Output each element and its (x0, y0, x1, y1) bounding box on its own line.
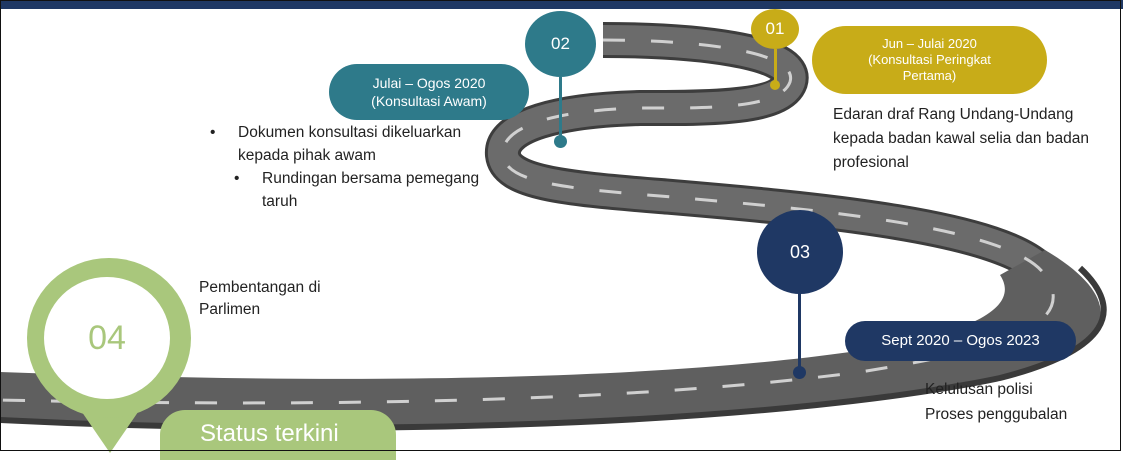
road-lane-marking (0, 38, 1055, 405)
milestone-03-description: Kelulusan polisi Proses penggubalan (925, 377, 1067, 427)
milestone-04-description: Pembentangan di Parlimen (199, 277, 321, 321)
milestone-01-desc-line2: kepada badan kawal selia dan badan (833, 130, 1089, 147)
status-label: Status terkini (160, 410, 396, 460)
milestone-01-marker: 01 (751, 9, 799, 49)
milestone-02-description: Dokumen konsultasi dikeluarkan kepada pi… (210, 121, 480, 213)
milestone-01-number: 01 (765, 19, 785, 38)
milestone-01-dot (770, 80, 780, 90)
milestone-02-bullet-2-line2: taruh (262, 193, 298, 210)
milestone-01-desc-line3: profesional (833, 154, 909, 171)
milestone-03-period: Sept 2020 – Ogos 2023 (881, 332, 1040, 349)
top-accent-bar (0, 0, 1123, 9)
road-foreground (0, 250, 1101, 428)
milestone-03-period-pill: Sept 2020 – Ogos 2023 (845, 321, 1076, 361)
milestone-03-dot (793, 366, 806, 379)
milestone-04-marker: 04 (44, 277, 170, 399)
milestone-03-desc-line2: Proses penggubalan (925, 406, 1068, 423)
milestone-02-marker: 02 (525, 11, 596, 77)
milestone-02-number: 02 (551, 34, 570, 53)
milestone-02-dot (554, 135, 567, 148)
milestone-01-period-line2: (Konsultasi Peringkat (868, 52, 991, 67)
milestone-01-description: Edaran draf Rang Undang-Undang kepada ba… (833, 103, 1089, 175)
milestone-01-stem (774, 49, 777, 84)
milestone-01-desc-line1: Edaran draf Rang Undang-Undang (833, 106, 1074, 123)
milestone-04-desc-line1: Pembentangan di (199, 279, 321, 296)
milestone-02-stem (559, 77, 562, 137)
milestone-02-period-pill: Julai – Ogos 2020 (Konsultasi Awam) (329, 64, 529, 120)
milestone-01-period-pill: Jun – Julai 2020 (Konsultasi Peringkat P… (812, 26, 1047, 94)
milestone-04-number: 04 (88, 318, 126, 357)
milestone-01-period-line3: Pertama) (902, 68, 957, 83)
milestone-02-bullet-1-line2: kepada pihak awam (238, 147, 376, 164)
milestone-02-bullet-2-line1: Rundingan bersama pemegang (262, 170, 480, 187)
milestone-02-period-line2: (Konsultasi Awam) (371, 93, 487, 109)
milestone-02-period-line1: Julai – Ogos 2020 (372, 75, 486, 91)
milestone-03-stem (798, 290, 801, 370)
milestone-04-desc-line2: Parlimen (199, 301, 261, 318)
milestone-02-bullet-1: Dokumen konsultasi dikeluarkan kepada pi… (210, 121, 479, 167)
milestone-03-desc-line1: Kelulusan polisi (925, 381, 1033, 398)
milestone-02-bullet-2: Rundingan bersama pemegang taruh (234, 167, 480, 213)
milestone-02-bullets: Dokumen konsultasi dikeluarkan kepada pi… (210, 121, 480, 213)
milestone-02-bullet-1-line1: Dokumen konsultasi dikeluarkan (238, 124, 462, 141)
milestone-03-marker: 03 (757, 210, 843, 294)
milestone-01-period-line1: Jun – Julai 2020 (882, 36, 977, 51)
milestone-03-number: 03 (789, 241, 811, 262)
